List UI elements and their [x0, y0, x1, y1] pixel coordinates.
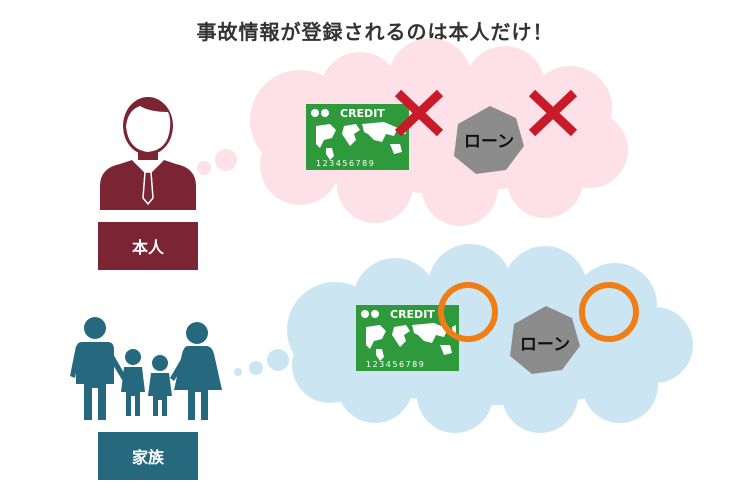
person-self-icon [100, 97, 196, 210]
card-number-text: 123456789 [316, 159, 375, 168]
thought-bubbles-family [234, 349, 289, 376]
family-icon [70, 317, 222, 420]
loan-label: ローン [464, 132, 514, 152]
page-title: 事故情報が登録されるのは本人だけ！ [196, 20, 554, 44]
circle-icon [579, 282, 639, 342]
world-map-icon [366, 323, 456, 361]
loan-label: ローン [520, 335, 570, 355]
label-self: 本人 [131, 238, 164, 257]
loan-badge-self: ローン [454, 106, 524, 174]
label-box-family-bg [98, 432, 198, 480]
card-brand-text: CREDIT [390, 308, 435, 321]
label-box-self-bg [98, 222, 198, 270]
card-brand-text: CREDIT [340, 107, 385, 120]
credit-card-family: CREDIT 123456789 [356, 305, 459, 371]
label-family: 家族 [131, 448, 164, 467]
loan-badge-family: ローン [510, 306, 580, 374]
credit-card-self: CREDIT 123456789 [306, 104, 409, 170]
cross-icon [394, 89, 444, 137]
world-map-icon [316, 122, 406, 160]
circle-icon [438, 282, 498, 342]
cross-icon [528, 89, 578, 137]
card-number-text: 123456789 [366, 360, 425, 369]
